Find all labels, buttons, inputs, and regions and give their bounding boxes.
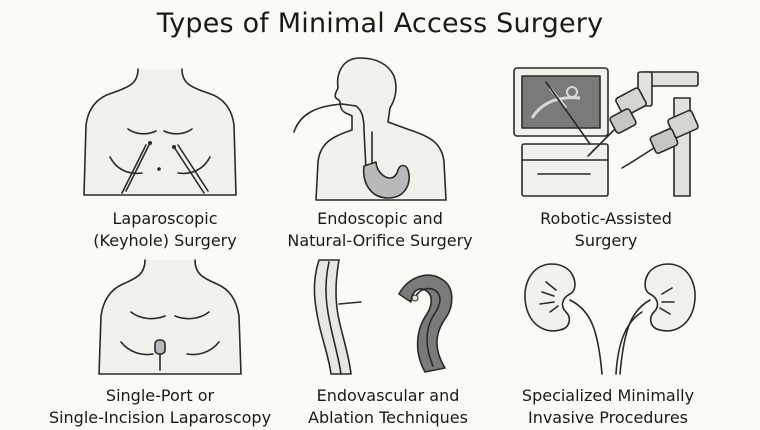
caption-line: Invasive Procedures [478, 407, 738, 429]
surgical-robot-icon [510, 62, 710, 202]
kidney-ureter-icon [520, 258, 700, 376]
caption-line: Surgery [476, 230, 736, 252]
caption-line: Endoscopic and [250, 208, 510, 230]
single-port-torso-icon [95, 258, 245, 376]
caption-line: Natural-Orifice Surgery [250, 230, 510, 252]
caption-line: Single-Incision Laparoscopy [30, 407, 290, 429]
caption-line: Specialized Minimally [478, 385, 738, 407]
endoscope-head-stomach-icon [290, 52, 470, 202]
blood-vessel-catheter-icon [305, 258, 480, 376]
caption-endoscopic: Endoscopic and Natural-Orifice Surgery [250, 208, 510, 252]
caption-robotic: Robotic-Assisted Surgery [476, 208, 736, 252]
caption-specialized: Specialized Minimally Invasive Procedure… [478, 385, 738, 429]
caption-line: Single-Port or [30, 385, 290, 407]
laparoscopic-torso-icon [80, 65, 240, 200]
caption-single-port: Single-Port or Single-Incision Laparosco… [30, 385, 290, 429]
page-title: Types of Minimal Access Surgery [0, 8, 760, 39]
caption-line: Robotic-Assisted [476, 208, 736, 230]
